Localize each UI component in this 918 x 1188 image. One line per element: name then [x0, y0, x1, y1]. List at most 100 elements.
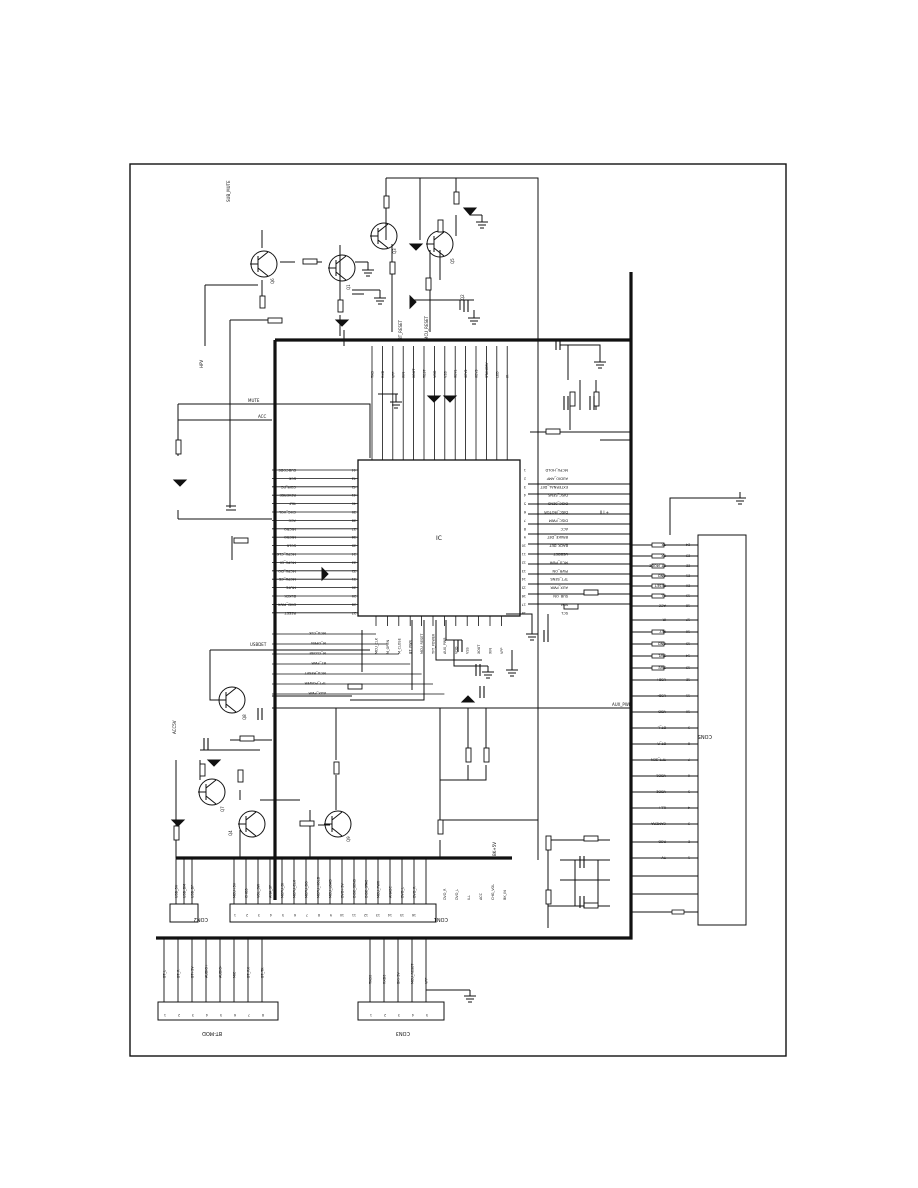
con5-pin-label: ILL+	[658, 806, 666, 810]
transistor-q9	[324, 810, 352, 838]
con1-pin-number: 16	[412, 913, 416, 917]
ic-pin-label: RXD	[381, 370, 385, 378]
ic-pin-label: LED	[495, 371, 499, 378]
capacitors	[203, 289, 595, 908]
transistor-q3	[370, 222, 398, 250]
ic-pin-label: XOUT	[477, 644, 481, 654]
con5-pin-number: 12	[686, 678, 690, 682]
capacitor-c3	[479, 686, 485, 698]
ic-pin-label: MCU_RESET	[420, 633, 424, 654]
ic-pin-label: MICRO	[284, 535, 296, 539]
con3-pin-label: RXD0	[383, 975, 387, 984]
ic-pin-label: MCPU_DI	[280, 560, 296, 564]
bt-pin-number: 2	[178, 1013, 180, 1017]
con5-pin-label: SW1	[658, 654, 666, 658]
con5-pin-number: 2	[688, 840, 690, 844]
ic-pin-label: VDD	[433, 370, 437, 378]
resistor-r23	[545, 835, 552, 851]
resistor-r40	[583, 589, 599, 596]
con4-net-label: CHG_VOL	[491, 884, 495, 900]
net-label-acc5v: ACC5V	[172, 720, 177, 734]
con5-pin-number: 10	[686, 710, 690, 714]
ic-pin-number: 44	[352, 468, 356, 472]
ic-pin-number: 8	[524, 527, 526, 531]
con5-pin-label: GND	[658, 574, 666, 578]
ic-pin-number: 33	[352, 560, 356, 564]
con1-pin-label: MCPU_DI	[281, 883, 285, 898]
resistor-r12	[173, 825, 180, 841]
diode-d13	[321, 566, 329, 582]
ic-pin-number: 43	[352, 476, 356, 480]
con1-pin-label: DVD_L	[401, 887, 405, 898]
resistor-r28	[483, 747, 490, 763]
con2-pin-label: USB_DM	[183, 884, 187, 898]
capacitor-c12	[226, 505, 236, 511]
con4-net-label: ACC	[479, 892, 483, 900]
bt-pin-label: BT_RX	[247, 967, 251, 978]
con3-pin-number: 4	[412, 1013, 414, 1017]
con4-net-label: DVD_L	[455, 889, 459, 900]
ic-pin-label: ACC	[288, 518, 296, 522]
transistor-q8	[218, 686, 246, 714]
con1-pin-label: DISC_SENS	[353, 879, 357, 898]
bt-pin-number: 4	[206, 1013, 208, 1017]
ic-pin-label: CHG_VOL	[279, 510, 296, 514]
ic-pin-number: 37	[352, 527, 356, 531]
con3-pin-number: 5	[426, 1013, 428, 1017]
resistor-r43	[199, 763, 206, 777]
ic-pin-label: VDD	[454, 646, 458, 654]
con1-pin-number: 15	[400, 913, 404, 917]
net-label-bt-reset: BT_RESET	[398, 319, 403, 340]
ic-pin-number: 11	[522, 552, 526, 556]
ic-pin-number: 3	[524, 485, 526, 489]
con1-pin-label: MCU+5V	[233, 882, 237, 898]
net-label-hpv: HPV	[199, 360, 204, 368]
con5-pin-number: 6	[688, 774, 690, 778]
resistor-r30	[425, 277, 432, 291]
capacitor-c29	[563, 396, 569, 410]
ic-pin-number: 40	[352, 502, 356, 506]
bt-pin-label: BT_L	[163, 970, 167, 978]
ic-pin-label: XIN	[402, 372, 406, 378]
resistor-r31	[389, 261, 396, 275]
ic-bottom-net-label: TFT_POWER	[304, 681, 327, 685]
con5-pin-number: 19	[686, 594, 690, 598]
net-label-acc: ACC	[258, 414, 266, 419]
resistor-r27	[239, 735, 255, 742]
ic-pin-number: 4	[524, 493, 526, 497]
con1-pin-label: MCPU_DO	[305, 881, 309, 898]
ic-pin-label: STANDBY	[485, 361, 489, 378]
resistor-r32	[237, 769, 244, 783]
ic-pin-number: 1	[524, 468, 526, 472]
ic-pin-number: 7	[524, 518, 526, 522]
ic-pin-label: TFT_SENS	[550, 577, 569, 581]
transistor-q6	[250, 250, 278, 278]
ic-pin-number: 38	[352, 518, 356, 522]
con5-pin-label: VDD1	[656, 774, 666, 778]
ic-pin-label: AUX_PWR	[443, 637, 447, 654]
connector-bt-module: BT-MOD	[157, 1001, 279, 1036]
net-label-aux-pwr: AUX_PWR	[612, 702, 632, 707]
ic-pin-label: VPP	[391, 372, 395, 378]
ic-pin-number: 41	[352, 493, 356, 497]
con5-pin-number: 14	[686, 654, 690, 658]
con5-refdes: CON5	[698, 733, 712, 739]
ic-pin-label: TXD	[371, 371, 375, 379]
ic-pin-label: SCL	[561, 611, 568, 615]
con5-pin-label: RX	[661, 554, 666, 558]
diode-d5	[170, 819, 186, 827]
ic-bottom-net-label: M_OPEN	[311, 641, 326, 645]
transistor-q7	[198, 778, 226, 806]
con4-net-label: ILL	[467, 895, 471, 900]
con1-pin-label: VOL_SW	[257, 883, 261, 898]
ic-pin-label: MUTE	[285, 586, 296, 590]
ic-pin-label: KEY1	[454, 369, 458, 378]
ic-pin-label: MCPU_HOLD	[545, 468, 568, 472]
con3-pin-number: 1	[370, 1013, 372, 1017]
ic-pin-number: 27	[352, 611, 356, 615]
bt-module-pins: BT_L1BT_R2BT+5V3AUDIO+4AUDIO-5MIC6BT_RX7…	[163, 964, 265, 1017]
